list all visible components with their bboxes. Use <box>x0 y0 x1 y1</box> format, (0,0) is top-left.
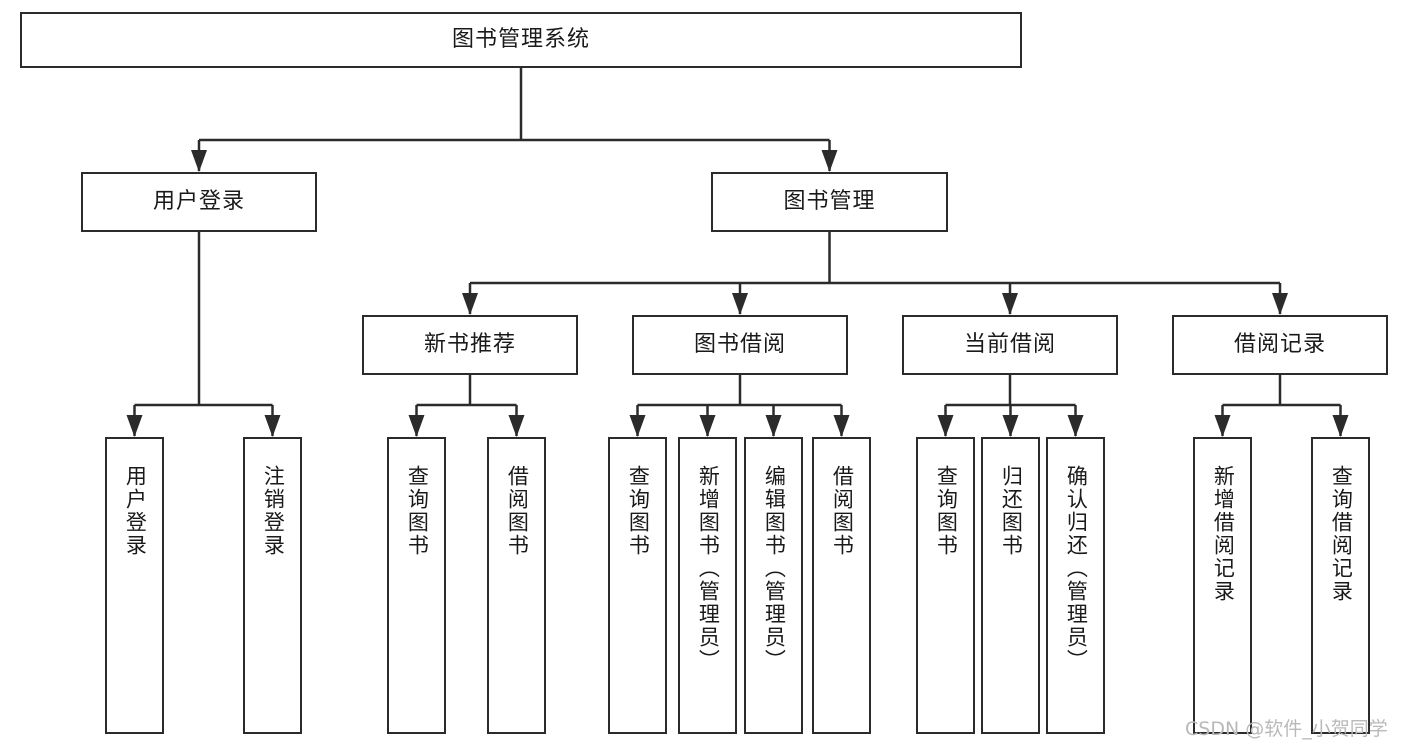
arrowhead <box>1272 293 1288 315</box>
node-label: 借阅图书 <box>505 465 530 557</box>
arrowhead <box>821 150 838 172</box>
node-label: 查询借阅记录 <box>1329 465 1354 603</box>
node-root[interactable]: 图书管理系统 <box>20 12 1022 68</box>
arrowhead <box>833 415 850 437</box>
arrowhead <box>1332 415 1349 437</box>
node-leaf-cu-return[interactable]: 归还图书 <box>981 437 1040 734</box>
node-label: 归还图书 <box>999 465 1024 557</box>
watermark-text: CSDN @软件_小贺同学 <box>1185 718 1388 740</box>
node-label: 查询图书 <box>934 465 959 557</box>
node-label: 查询图书 <box>405 465 430 557</box>
node-label: 编辑图书（管理员） <box>762 465 787 672</box>
arrowhead <box>462 293 478 315</box>
node-leaf-bo-add[interactable]: 新增图书（管理员） <box>678 437 737 734</box>
node-label: 图书管理系统 <box>451 26 590 52</box>
node-leaf-nb-query[interactable]: 查询图书 <box>387 437 446 734</box>
arrowhead <box>629 415 646 437</box>
node-borrow[interactable]: 图书借阅 <box>632 315 848 375</box>
node-label: 新书推荐 <box>423 331 516 357</box>
arrowhead <box>264 415 281 437</box>
node-leaf-bo-edit[interactable]: 编辑图书（管理员） <box>744 437 803 734</box>
node-label: 当前借阅 <box>963 331 1056 357</box>
arrowhead <box>937 415 954 437</box>
arrowhead <box>126 415 143 437</box>
node-label: 用户登录 <box>152 188 245 214</box>
arrowhead <box>1214 415 1231 437</box>
node-login[interactable]: 用户登录 <box>81 172 317 232</box>
node-current[interactable]: 当前借阅 <box>902 315 1118 375</box>
node-newbook[interactable]: 新书推荐 <box>362 315 578 375</box>
node-label: 借阅记录 <box>1233 331 1326 357</box>
arrowhead <box>699 415 716 437</box>
arrowhead <box>732 293 748 315</box>
node-label: 查询图书 <box>626 465 651 557</box>
node-label: 注销登录 <box>261 465 286 557</box>
node-leaf-re-add[interactable]: 新增借阅记录 <box>1193 437 1252 734</box>
node-label: 确认归还（管理员） <box>1064 465 1089 672</box>
arrowhead <box>408 415 425 437</box>
node-leaf-cu-query[interactable]: 查询图书 <box>916 437 975 734</box>
arrowhead <box>765 415 782 437</box>
node-label: 新增图书（管理员） <box>696 465 721 672</box>
node-label: 用户登录 <box>123 465 148 557</box>
arrowhead <box>508 415 525 437</box>
node-records[interactable]: 借阅记录 <box>1172 315 1388 375</box>
node-label: 新增借阅记录 <box>1211 465 1236 603</box>
arrowhead <box>1002 415 1019 437</box>
node-leaf-bo-borrow[interactable]: 借阅图书 <box>812 437 871 734</box>
node-label: 图书借阅 <box>693 331 786 357</box>
node-leaf-logout[interactable]: 注销登录 <box>243 437 302 734</box>
node-leaf-cu-confirm[interactable]: 确认归还（管理员） <box>1046 437 1105 734</box>
node-leaf-bo-query[interactable]: 查询图书 <box>608 437 667 734</box>
node-leaf-login[interactable]: 用户登录 <box>105 437 164 734</box>
node-leaf-nb-borrow[interactable]: 借阅图书 <box>487 437 546 734</box>
node-label: 图书管理 <box>783 188 876 214</box>
node-bookmgmt[interactable]: 图书管理 <box>711 172 948 232</box>
arrowhead <box>1067 415 1084 437</box>
arrowhead <box>1002 293 1018 315</box>
node-leaf-re-query[interactable]: 查询借阅记录 <box>1311 437 1370 734</box>
node-label: 借阅图书 <box>830 465 855 557</box>
arrowhead <box>191 150 207 172</box>
